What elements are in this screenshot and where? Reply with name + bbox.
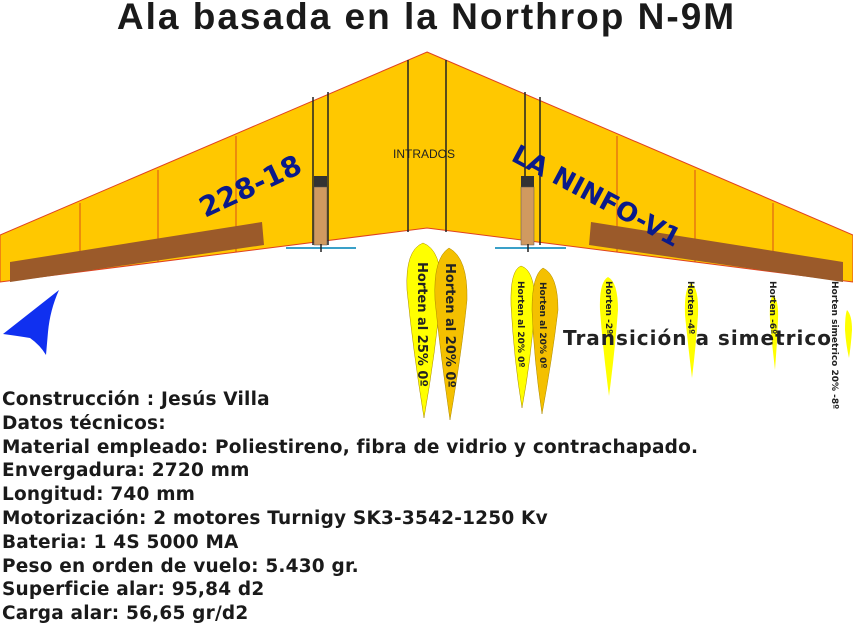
spar-lines bbox=[312, 60, 541, 245]
right-elevon[interactable] bbox=[589, 222, 843, 282]
spec-line: Longitud: 740 mm bbox=[2, 484, 196, 506]
wing-planform bbox=[0, 51, 853, 283]
profile-label: Horten al 20% 0º bbox=[442, 263, 457, 388]
left-elevon[interactable] bbox=[10, 222, 264, 282]
aircraft-silhouette-icon bbox=[3, 290, 59, 355]
spec-line: Superficie alar: 95,84 d2 bbox=[2, 579, 265, 601]
profile-label: Horten -2º bbox=[603, 281, 613, 335]
spec-line: Peso en orden de vuelo: 5.430 gr. bbox=[2, 555, 359, 577]
spec-line: Material empleado: Poliestireno, fibra d… bbox=[2, 436, 699, 458]
intrados-label: INTRADOS bbox=[393, 147, 455, 161]
left-motor bbox=[286, 176, 356, 252]
profile-label: Horten -4º bbox=[685, 281, 695, 335]
spec-line: Envergadura: 2720 mm bbox=[2, 460, 250, 482]
profile-label: Horten simetrico 20% -8º bbox=[829, 281, 839, 410]
right-motor bbox=[495, 176, 566, 252]
page-title: Ala basada en la Northrop N-9M bbox=[116, 0, 737, 37]
spec-line: Datos técnicos: bbox=[2, 412, 166, 434]
profile-label: Horten al 25% 0º bbox=[414, 262, 429, 387]
spec-line: Carga alar: 56,65 gr/d2 bbox=[2, 603, 249, 625]
spec-line: Motorización: 2 motores Turnigy SK3-3542… bbox=[2, 507, 548, 529]
spec-line: Bateria: 1 4S 5000 MA bbox=[2, 531, 239, 553]
airfoil-profiles bbox=[406, 242, 852, 421]
profile-label: Horten al 20% 0º bbox=[515, 281, 525, 368]
profile-label: Horten -6º bbox=[767, 281, 777, 335]
spec-line: Construcción : Jesús Villa bbox=[2, 389, 270, 410]
technical-specs: Construcción : Jesús Villa Datos técnico… bbox=[2, 388, 698, 626]
profile-label: Horten al 20% 0º bbox=[537, 282, 547, 369]
transition-label: Transición a simetrico bbox=[563, 326, 832, 350]
